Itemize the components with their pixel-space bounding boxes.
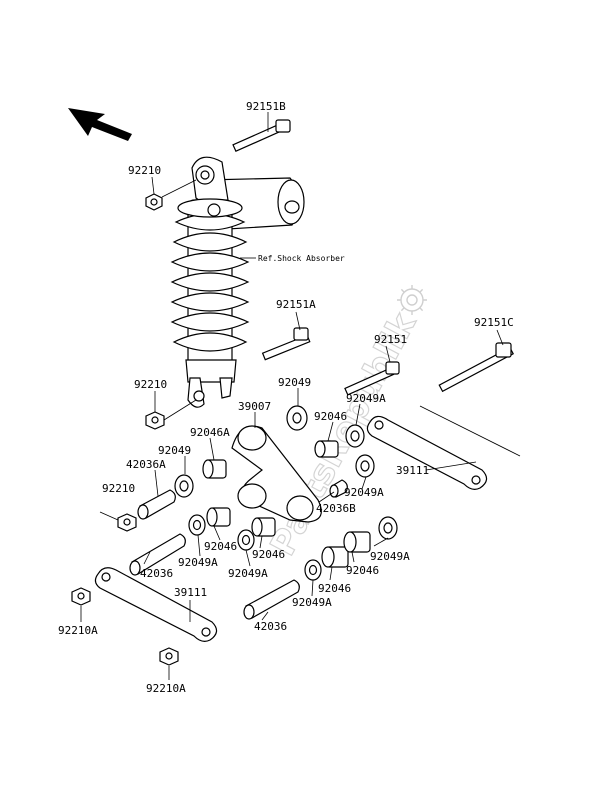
- label-92049A-b: 92049A: [344, 486, 384, 499]
- label-92210A-b: 92210A: [146, 682, 186, 695]
- front-arrow-icon: [68, 108, 132, 141]
- seal-92049A-d: [237, 529, 255, 551]
- label-92210-mid: 92210: [134, 378, 167, 391]
- nut-92210-mid: [145, 411, 165, 430]
- label-92046-d: 92046: [346, 564, 379, 577]
- label-92210A-a: 92210A: [58, 624, 98, 637]
- nut-92210-top: [145, 193, 163, 211]
- label-39111-right: 39111: [396, 464, 429, 477]
- label-92049A-d: 92049A: [370, 550, 410, 563]
- bolt-92151A: [261, 327, 311, 361]
- sleeve-42036-left: [129, 533, 186, 576]
- bearing-92046-e: [343, 531, 371, 553]
- bolt-92151C: [438, 342, 515, 393]
- label-92151: 92151: [374, 333, 407, 346]
- bearing-92046-a: [314, 440, 339, 458]
- nut-92210-low: [117, 513, 137, 532]
- sleeve-42036-right: [243, 579, 300, 620]
- label-92210-low: 92210: [102, 482, 135, 495]
- label-92151A: 92151A: [276, 298, 316, 311]
- seal-92049-a: [286, 405, 308, 431]
- rocker-arm-39007: [231, 425, 322, 523]
- watermark: PartsRepublik: [262, 285, 427, 563]
- label-39007: 39007: [238, 400, 271, 413]
- bearing-92046-b: [206, 507, 231, 527]
- tie-rod-39111-right: [366, 415, 488, 490]
- label-92046-e: 92046: [318, 582, 351, 595]
- label-92049A-c: 92049A: [178, 556, 218, 569]
- seal-92049A-c: [188, 514, 206, 536]
- label-92210-top: 92210: [128, 164, 161, 177]
- seal-92049A-b: [355, 454, 375, 478]
- label-92046-a: 92046: [314, 410, 347, 423]
- seal-92049A-e: [378, 516, 398, 540]
- bearing-92046-d: [321, 546, 349, 568]
- bearing-92046A: [202, 459, 227, 479]
- label-92049A-a: 92049A: [346, 392, 386, 405]
- bolt-92151B: [232, 119, 291, 153]
- label-42036B: 42036B: [316, 502, 356, 515]
- sleeve-42036A: [137, 489, 176, 520]
- leader-lines: [80, 112, 521, 680]
- part-labels: 92151B 92210 Ref.Shock Absorber 92151A 9…: [58, 100, 514, 695]
- label-92151B: 92151B: [246, 100, 286, 113]
- bearing-92046-c: [251, 517, 276, 537]
- label-42036-right: 42036: [254, 620, 287, 633]
- label-92049A-e: 92049A: [228, 567, 268, 580]
- label-92049-b: 92049: [158, 444, 191, 457]
- label-92046A: 92046A: [190, 426, 230, 439]
- bolt-92151: [344, 361, 400, 396]
- seal-92049A-f: [304, 559, 322, 581]
- nut-92210A-a: [71, 587, 91, 606]
- seal-92049-b: [174, 474, 194, 498]
- seal-92049A-a: [345, 424, 365, 448]
- label-39111-left: 39111: [174, 586, 207, 599]
- tie-rod-39111-left: [94, 567, 218, 642]
- label-42036-left: 42036: [140, 567, 173, 580]
- label-92046-c: 92046: [252, 548, 285, 561]
- sleeve-42036B: [329, 479, 348, 498]
- label-92046-b: 92046: [204, 540, 237, 553]
- shock-absorber: [170, 156, 305, 408]
- label-ref-shock-absorber: Ref.Shock Absorber: [258, 254, 345, 263]
- label-42036A: 42036A: [126, 458, 166, 471]
- nut-92210A-b: [159, 647, 179, 666]
- label-92151C: 92151C: [474, 316, 514, 329]
- label-92049-a: 92049: [278, 376, 311, 389]
- gear-icon: [397, 285, 427, 315]
- label-92049A-f: 92049A: [292, 596, 332, 609]
